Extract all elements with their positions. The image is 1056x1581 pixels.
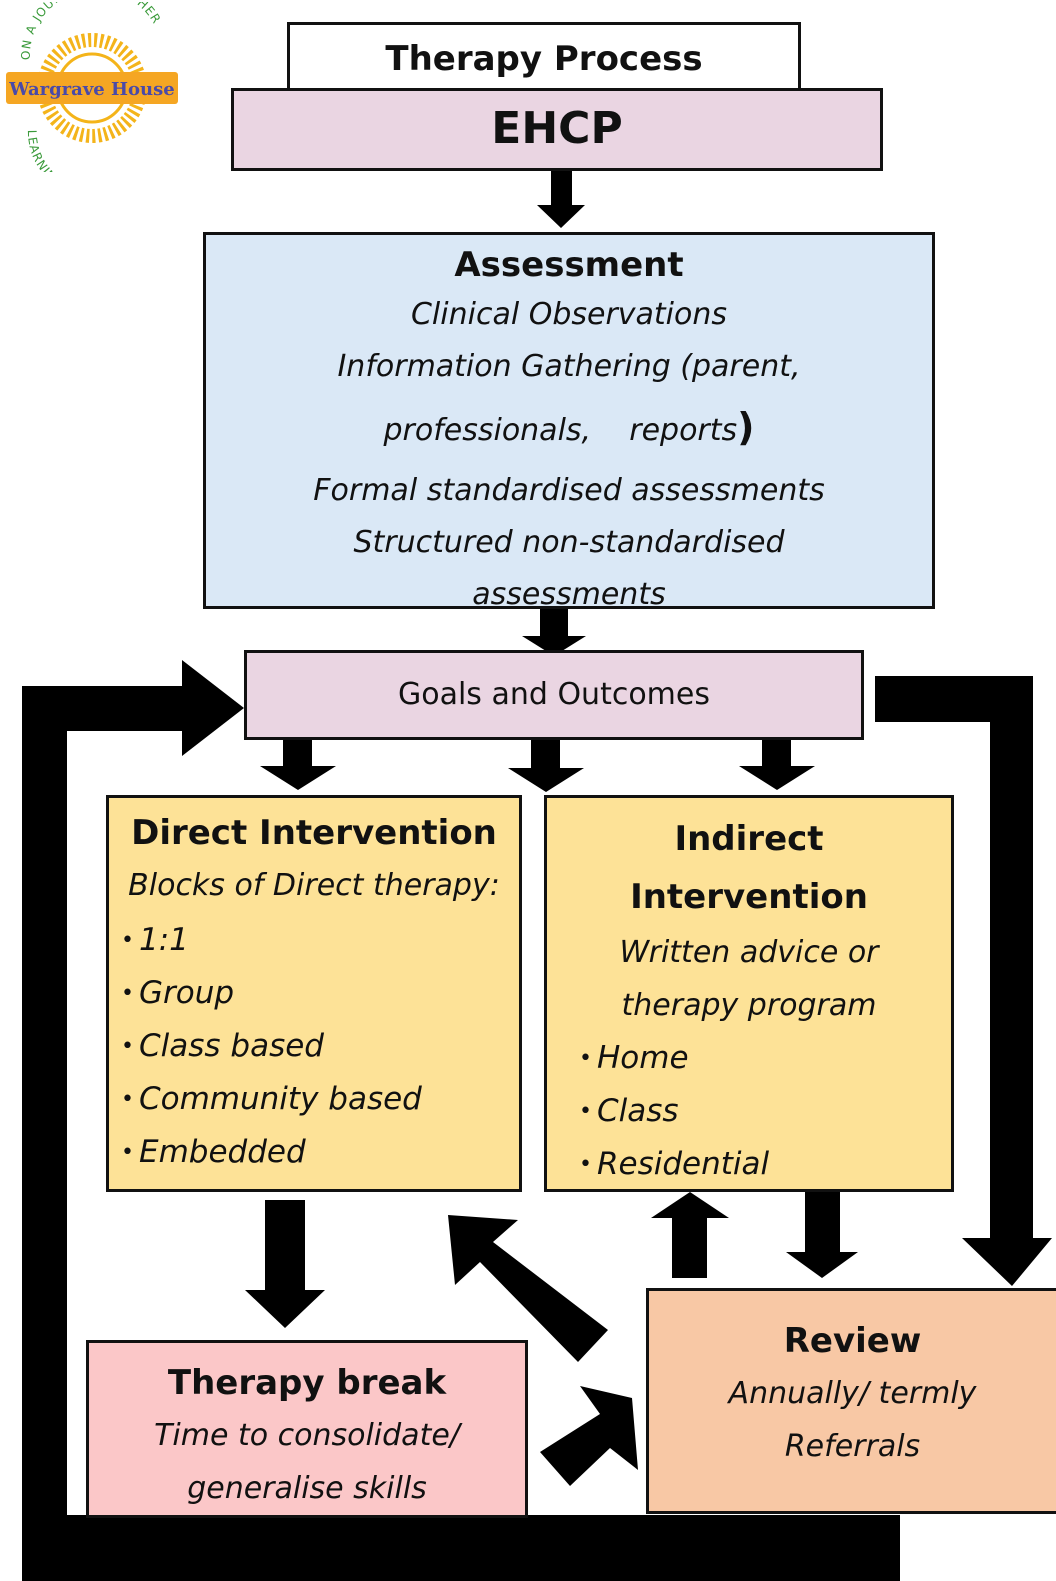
assessment-heading: Assessment bbox=[454, 245, 684, 285]
arrow-goals-to-review bbox=[875, 676, 1052, 1286]
review-line2: Referrals bbox=[784, 1429, 921, 1464]
arrow-review-to-direct bbox=[448, 1215, 608, 1362]
list-item: Home bbox=[567, 1032, 951, 1085]
assessment-close-paren: ) bbox=[737, 405, 755, 449]
list-item: Residential bbox=[567, 1138, 951, 1191]
indirect-subtitle-line1: Written advice or bbox=[619, 935, 879, 970]
list-item: 1:1 bbox=[109, 914, 519, 967]
arrow-break-to-review bbox=[540, 1386, 638, 1486]
list-item: Embedded bbox=[109, 1126, 519, 1179]
indirect-intervention-box: Indirect Intervention Written advice or … bbox=[544, 795, 954, 1192]
assessment-line-structured: Structured non-standardised bbox=[353, 525, 785, 560]
arrow-direct-to-break bbox=[245, 1200, 325, 1328]
indirect-heading-line1: Indirect bbox=[674, 819, 824, 859]
page-title: Therapy Process bbox=[287, 22, 801, 94]
assessment-professionals: professionals, bbox=[383, 413, 592, 448]
goals-box: Goals and Outcomes bbox=[244, 650, 864, 740]
arrow-ehcp-to-assessment bbox=[537, 171, 585, 228]
assessment-line-assessments: assessments bbox=[472, 577, 666, 612]
indirect-heading-line2: Intervention bbox=[630, 877, 868, 917]
assessment-reports: reports bbox=[629, 413, 738, 448]
list-item: Group bbox=[109, 967, 519, 1020]
review-heading: Review bbox=[783, 1321, 922, 1361]
indirect-list: Home Class Residential bbox=[567, 1032, 951, 1191]
arrow-goals-to-center bbox=[508, 740, 584, 792]
arrow-review-to-indirect bbox=[651, 1192, 729, 1278]
arrow-indirect-to-review bbox=[786, 1192, 858, 1278]
arrow-goals-to-direct bbox=[260, 738, 336, 790]
break-line2: generalise skills bbox=[187, 1471, 427, 1506]
break-line1: Time to consolidate/ bbox=[154, 1418, 460, 1453]
list-item: Community based bbox=[109, 1073, 519, 1126]
direct-list: 1:1 Group Class based Community based Em… bbox=[109, 914, 519, 1179]
title-text: Therapy Process bbox=[385, 39, 703, 79]
indirect-subtitle-line2: therapy program bbox=[621, 988, 877, 1023]
review-box: Review Annually/ termly Referrals bbox=[646, 1288, 1056, 1514]
ehcp-label: EHCP bbox=[491, 103, 623, 154]
assessment-line-formal: Formal standardised assessments bbox=[313, 473, 825, 508]
list-item: Class based bbox=[109, 1020, 519, 1073]
direct-heading: Direct Intervention bbox=[131, 813, 497, 853]
break-heading: Therapy break bbox=[167, 1363, 447, 1403]
arrow-assessment-to-goals bbox=[522, 608, 586, 656]
assessment-line-professionals: professionals, reports) bbox=[206, 393, 932, 465]
direct-intervention-box: Direct Intervention Blocks of Direct the… bbox=[106, 795, 522, 1192]
assessment-line-info: Information Gathering (parent, bbox=[337, 349, 801, 384]
list-item: Class bbox=[567, 1085, 951, 1138]
ehcp-box: EHCP bbox=[231, 88, 883, 171]
wargrave-house-logo: ON A JOURNEY TOGETHER LEARNING ABOUT LIF… bbox=[2, 0, 184, 200]
goals-label: Goals and Outcomes bbox=[397, 677, 710, 712]
review-line1: Annually/ termly bbox=[728, 1376, 977, 1411]
therapy-break-box: Therapy break Time to consolidate/ gener… bbox=[86, 1340, 528, 1518]
assessment-box: Assessment Clinical Observations Informa… bbox=[203, 232, 935, 612]
assessment-line-clinical: Clinical Observations bbox=[410, 297, 728, 332]
logo-name: Wargrave House bbox=[8, 79, 174, 100]
arrow-goals-to-indirect bbox=[739, 738, 815, 790]
direct-subtitle: Blocks of Direct therapy: bbox=[128, 868, 500, 903]
